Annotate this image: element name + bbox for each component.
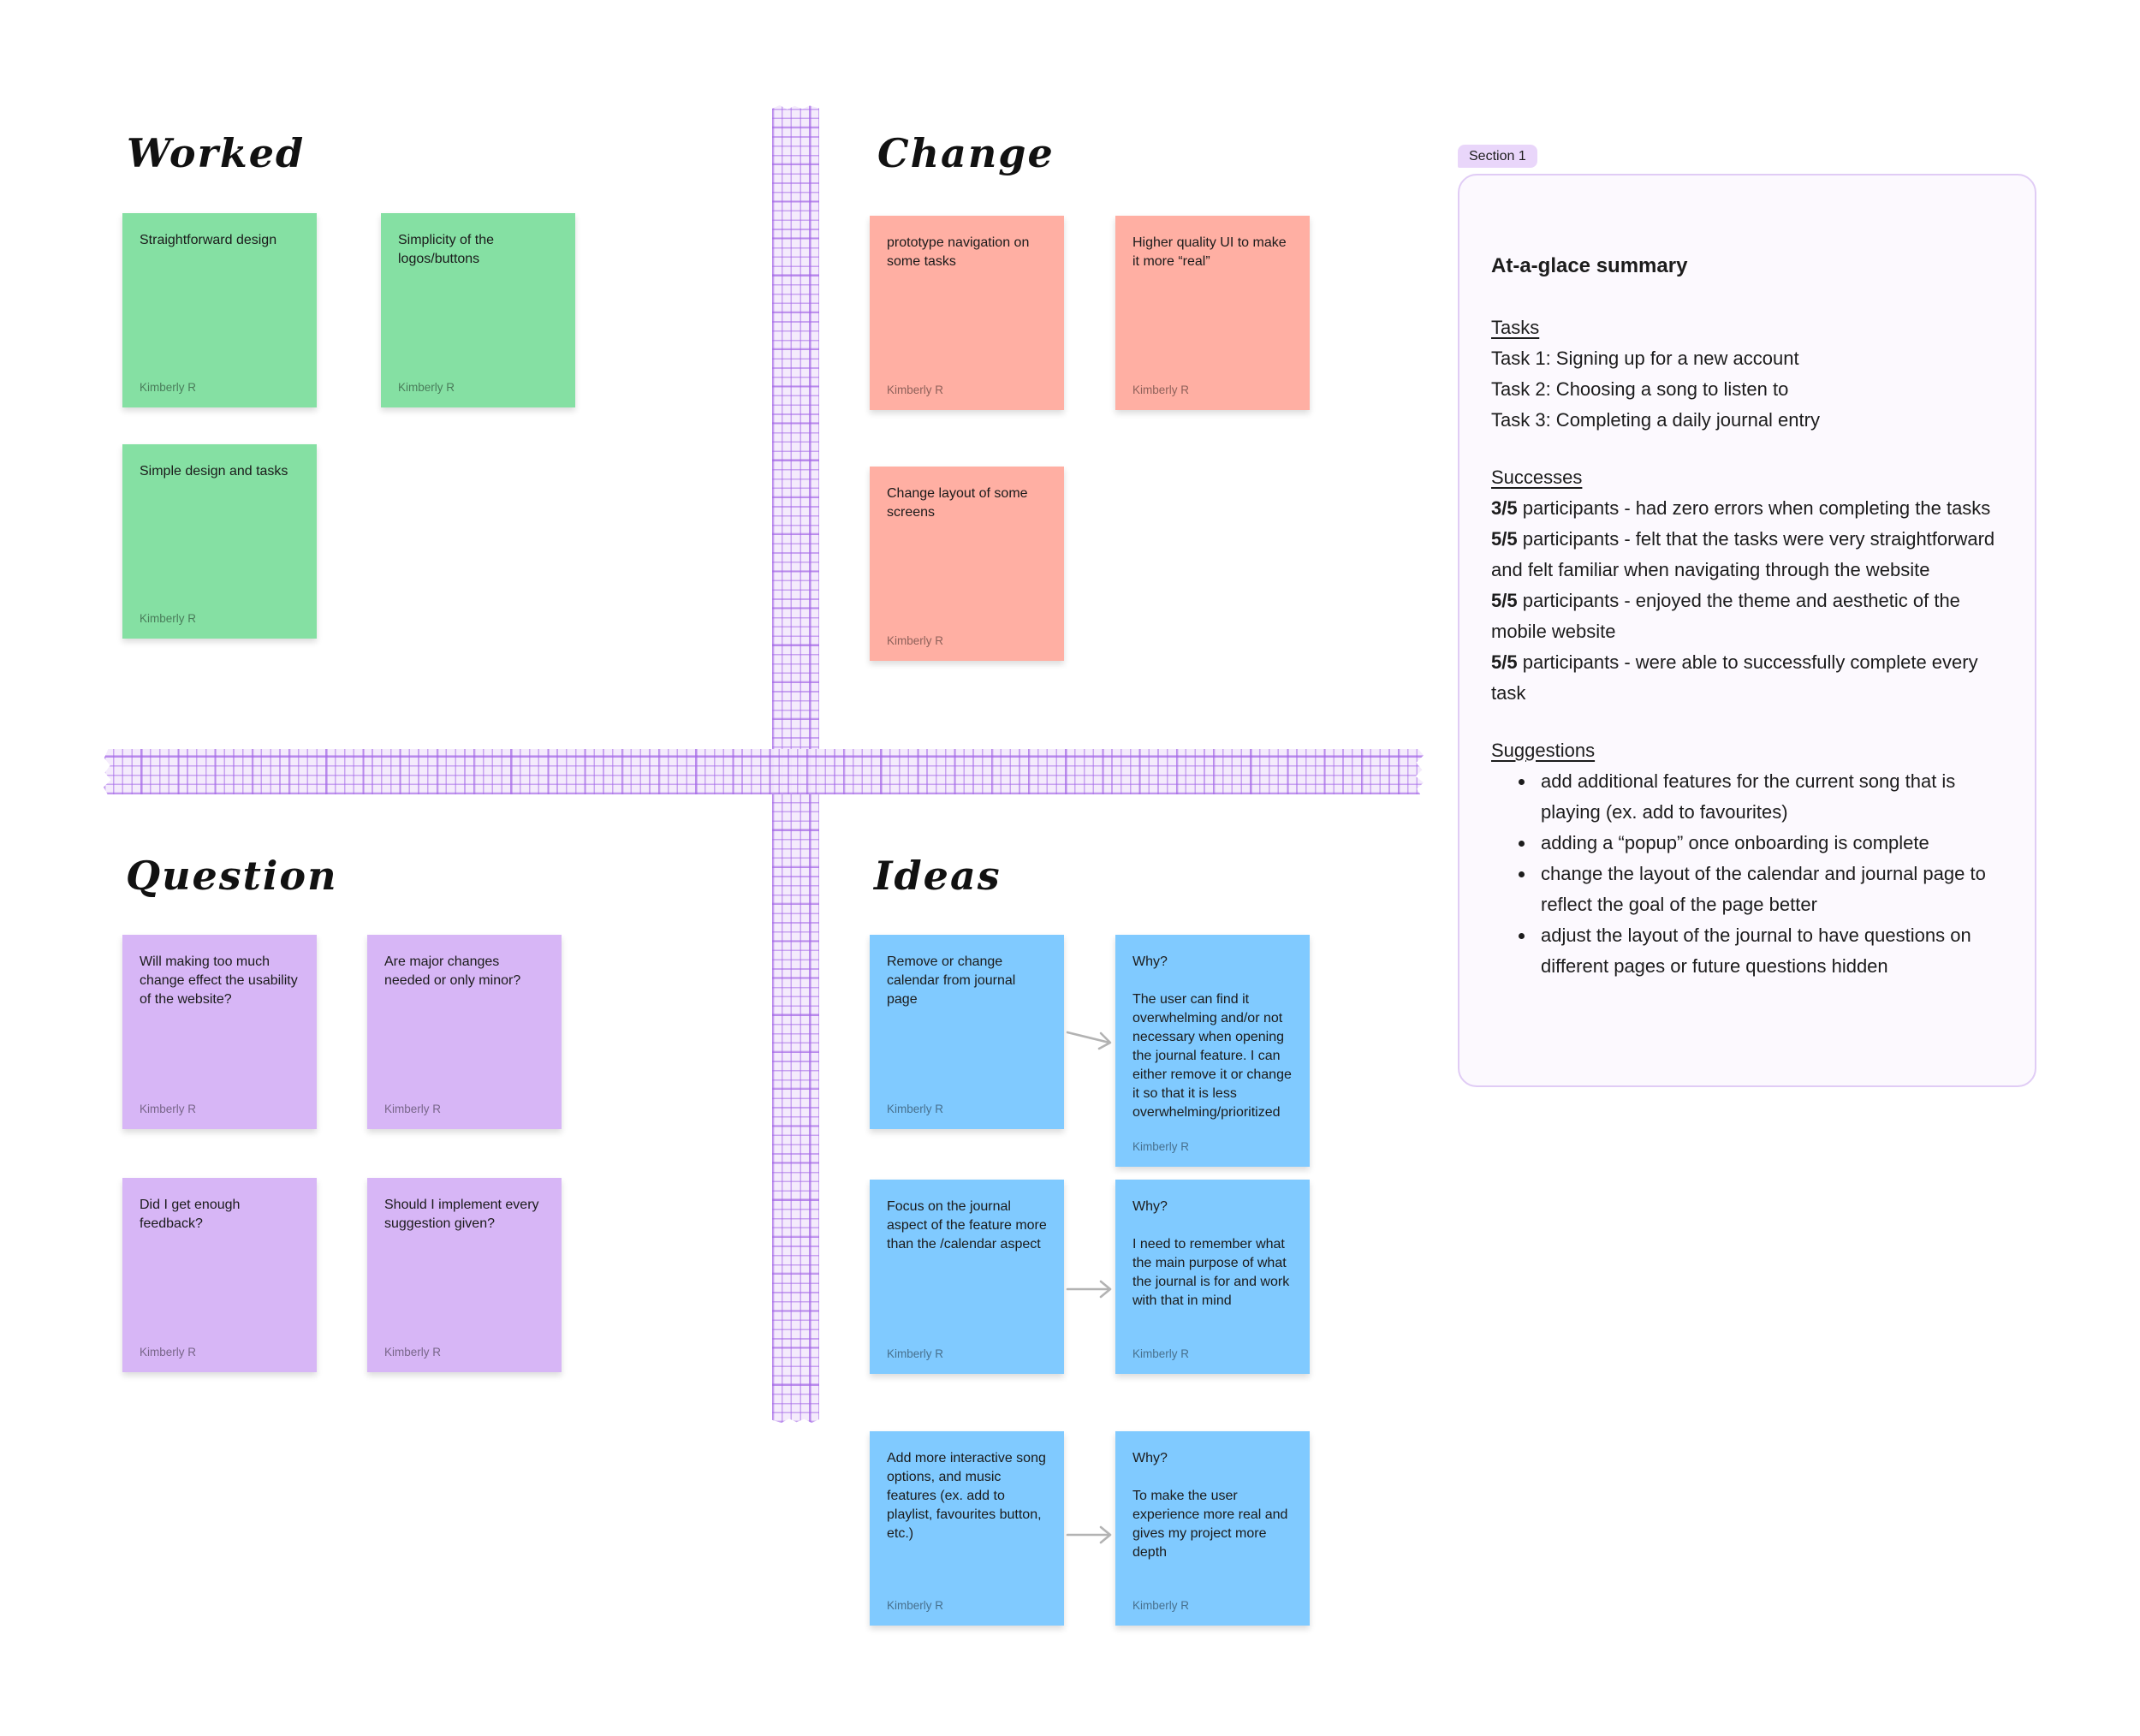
- sticky-note-text: Will making too much change effect the u…: [140, 954, 298, 1007]
- sticky-note-author: Kimberly R: [384, 1103, 442, 1115]
- sticky-note-change-2[interactable]: Higher quality UI to make it more “real”…: [1115, 216, 1310, 410]
- connector-arrow-1[interactable]: [1066, 1026, 1117, 1056]
- connector-arrow-2[interactable]: [1066, 1279, 1117, 1299]
- sticky-note-idea-2[interactable]: Focus on the journal aspect of the featu…: [870, 1180, 1064, 1374]
- sticky-note-author: Kimberly R: [887, 383, 944, 396]
- sticky-note-text: Why? The user can find it overwhelming a…: [1132, 954, 1292, 1120]
- sticky-note-text: Focus on the journal aspect of the featu…: [887, 1199, 1047, 1251]
- success-line: 5/5 participants - enjoyed the theme and…: [1491, 586, 2004, 647]
- sticky-note-idea-1[interactable]: Remove or change calendar from journal p…: [870, 935, 1064, 1129]
- sticky-note-change-3[interactable]: Change layout of some screens Kimberly R: [870, 467, 1064, 661]
- sticky-note-idea-3[interactable]: Add more interactive song options, and m…: [870, 1431, 1064, 1626]
- sticky-note-author: Kimberly R: [887, 634, 944, 647]
- quadrant-title-worked[interactable]: Worked: [127, 130, 306, 176]
- suggestion-item: add additional features for the current …: [1536, 766, 2004, 828]
- sticky-note-worked-1[interactable]: Straightforward design Kimberly R: [122, 213, 317, 407]
- summary-title: At-a-glace summary: [1491, 254, 1688, 277]
- success-count: 5/5: [1491, 590, 1518, 611]
- task-line: Task 1: Signing up for a new account: [1491, 348, 1799, 369]
- sticky-note-text: Add more interactive song options, and m…: [887, 1451, 1046, 1541]
- sticky-note-idea-3-why[interactable]: Why? To make the user experience more re…: [1115, 1431, 1310, 1626]
- suggestion-item: change the layout of the calendar and jo…: [1536, 859, 2004, 920]
- sticky-note-author: Kimberly R: [887, 1599, 944, 1612]
- connector-arrow-3[interactable]: [1066, 1525, 1117, 1545]
- success-text: participants - felt that the tasks were …: [1491, 528, 1995, 580]
- success-line: 5/5 participants - were able to successf…: [1491, 647, 2004, 709]
- sticky-note-text: Why? I need to remember what the main pu…: [1132, 1199, 1290, 1308]
- sticky-note-author: Kimberly R: [1132, 1347, 1190, 1360]
- sticky-note-author: Kimberly R: [140, 1346, 197, 1358]
- sticky-note-author: Kimberly R: [1132, 1140, 1190, 1153]
- sticky-note-author: Kimberly R: [887, 1103, 944, 1115]
- quadrant-title-change[interactable]: Change: [877, 130, 1055, 176]
- suggestions-list: add additional features for the current …: [1491, 766, 2004, 982]
- sticky-note-text: Should I implement every suggestion give…: [384, 1198, 539, 1231]
- successes-block: Successes 3/5 participants - had zero er…: [1491, 462, 2004, 709]
- suggestions-heading: Suggestions: [1491, 740, 1596, 761]
- suggestion-item: adjust the layout of the journal to have…: [1536, 920, 2004, 982]
- suggestion-item: adding a “popup” once onboarding is comp…: [1536, 828, 2004, 859]
- sticky-note-text: Why? To make the user experience more re…: [1132, 1451, 1288, 1560]
- sticky-note-text: Did I get enough feedback?: [140, 1198, 241, 1231]
- tasks-block: Tasks Task 1: Signing up for a new accou…: [1491, 312, 2004, 436]
- tasks-heading: Tasks: [1491, 317, 1540, 338]
- sticky-note-text: prototype navigation on some tasks: [887, 235, 1030, 269]
- sticky-note-idea-2-why[interactable]: Why? I need to remember what the main pu…: [1115, 1180, 1310, 1374]
- success-line: 5/5 participants - felt that the tasks w…: [1491, 524, 2004, 586]
- washi-tape-horizontal-divider[interactable]: [104, 749, 1424, 794]
- section-panel[interactable]: At-a-glace summary Tasks Task 1: Signing…: [1458, 174, 2036, 1087]
- sticky-note-change-1[interactable]: prototype navigation on some tasks Kimbe…: [870, 216, 1064, 410]
- sticky-note-text: Are major changes needed or only minor?: [384, 954, 521, 988]
- sticky-note-author: Kimberly R: [1132, 383, 1190, 396]
- sticky-note-author: Kimberly R: [398, 381, 455, 394]
- sticky-note-question-1[interactable]: Will making too much change effect the u…: [122, 935, 317, 1129]
- section-label-badge[interactable]: Section 1: [1458, 145, 1537, 168]
- sticky-note-author: Kimberly R: [140, 381, 197, 394]
- sticky-note-text: Remove or change calendar from journal p…: [887, 954, 1016, 1007]
- sticky-note-text: Change layout of some screens: [887, 486, 1028, 520]
- suggestions-block: Suggestions add additional features for …: [1491, 735, 2004, 982]
- success-count: 5/5: [1491, 528, 1518, 550]
- quadrant-title-question[interactable]: Question: [126, 853, 338, 899]
- sticky-note-text: Straightforward design: [140, 233, 277, 247]
- sticky-note-author: Kimberly R: [140, 612, 197, 625]
- sticky-note-question-4[interactable]: Should I implement every suggestion give…: [367, 1178, 562, 1372]
- sticky-note-question-2[interactable]: Are major changes needed or only minor? …: [367, 935, 562, 1129]
- success-line: 3/5 participants - had zero errors when …: [1491, 493, 2004, 524]
- success-text: participants - were able to successfully…: [1491, 651, 1978, 704]
- sticky-note-text: Simplicity of the logos/buttons: [398, 233, 495, 266]
- success-count: 5/5: [1491, 651, 1518, 673]
- quadrant-title-ideas[interactable]: Ideas: [874, 853, 1002, 899]
- task-line: Task 3: Completing a daily journal entry: [1491, 409, 1820, 431]
- success-text: participants - had zero errors when comp…: [1517, 497, 1991, 519]
- sticky-note-author: Kimberly R: [1132, 1599, 1190, 1612]
- success-count: 3/5: [1491, 497, 1518, 519]
- sticky-note-author: Kimberly R: [887, 1347, 944, 1360]
- sticky-note-text: Simple design and tasks: [140, 464, 288, 479]
- sticky-note-worked-3[interactable]: Simple design and tasks Kimberly R: [122, 444, 317, 639]
- sticky-note-worked-2[interactable]: Simplicity of the logos/buttons Kimberly…: [381, 213, 575, 407]
- sticky-note-author: Kimberly R: [384, 1346, 442, 1358]
- sticky-note-idea-1-why[interactable]: Why? The user can find it overwhelming a…: [1115, 935, 1310, 1167]
- sticky-note-author: Kimberly R: [140, 1103, 197, 1115]
- task-line: Task 2: Choosing a song to listen to: [1491, 378, 1789, 400]
- success-text: participants - enjoyed the theme and aes…: [1491, 590, 1960, 642]
- sticky-note-text: Higher quality UI to make it more “real”: [1132, 235, 1287, 269]
- successes-heading: Successes: [1491, 467, 1583, 488]
- sticky-note-question-3[interactable]: Did I get enough feedback? Kimberly R: [122, 1178, 317, 1372]
